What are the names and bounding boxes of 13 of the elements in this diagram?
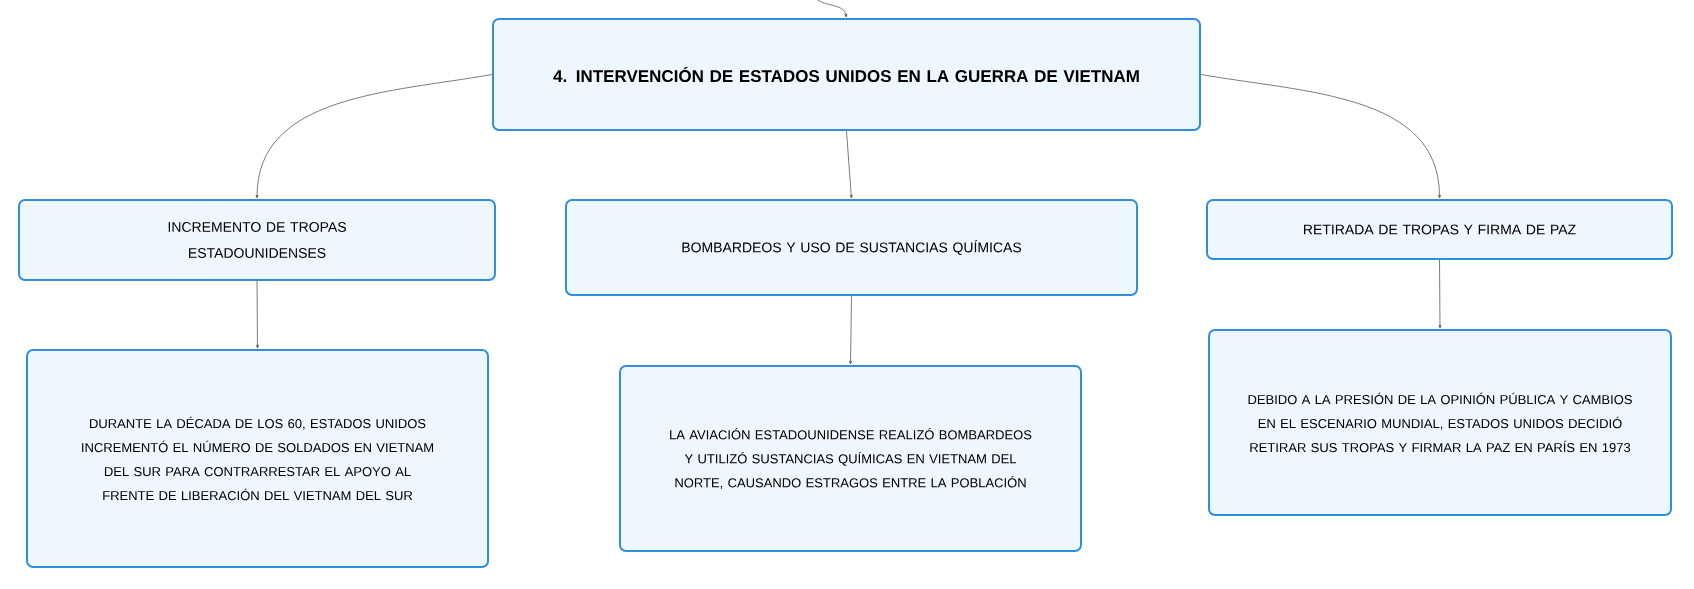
arrow: [1438, 259, 1442, 329]
process-box: LA AVIACIÓN ESTADOUNIDENSE REALIZÓ BOMBARDEOS Y UTILIZÓ SUSTANCIAS QUÍMICAS EN VIETNAM DEL NORTE, CAUSANDO ESTRAGOS ENTRE LA POBLACIÓN: [619, 365, 1082, 552]
arrow: [849, 295, 853, 365]
arrow: [255, 74, 493, 199]
process-box: INCREMENTO DE TROPAS ESTADOUNIDENSES: [18, 199, 496, 281]
process-box: BOMBARDEOS Y USO DE SUSTANCIAS QUÍMICAS: [565, 199, 1138, 296]
process-box: DEBIDO A LA PRESIÓN DE LA OPINIÓN PÚBLICA Y CAMBIOS EN EL ESCENARIO MUNDIAL, ESTADOS UNIDOS DECIDIÓ RETIRAR SUS TROPAS Y FIRMAR LA PAZ EN PARÍS EN 1973: [1208, 329, 1672, 516]
arrow: [256, 280, 259, 349]
arrow: [1200, 74, 1441, 199]
process-box: DURANTE LA DÉCADA DE LOS 60, ESTADOS UNIDOS INCREMENTÓ EL NÚMERO DE SOLDADOS EN VIETNAM DEL SUR PARA CONTRARRESTAR EL APOYO AL FRENTE DE LIBERACIÓN DEL VIETNAM DEL SUR: [26, 349, 489, 568]
process-box: RETIRADA DE TROPAS Y FIRMA DE PAZ: [1206, 199, 1673, 260]
topic-box: 4. INTERVENCIÓN DE ESTADOS UNIDOS EN LA GUERRA DE VIETNAM: [492, 18, 1201, 131]
arrow: [846, 130, 853, 199]
